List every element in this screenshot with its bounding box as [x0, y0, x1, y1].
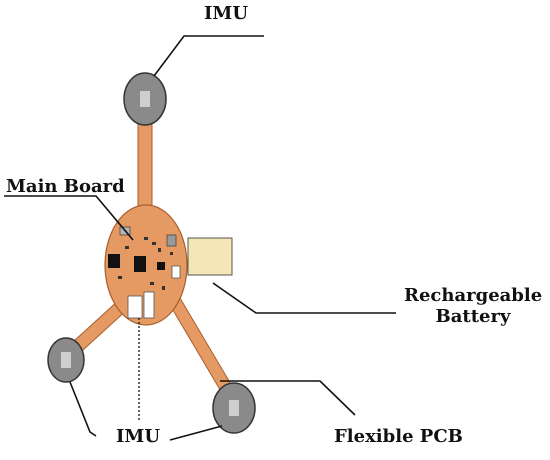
leader-imu-right — [169, 425, 223, 441]
connector-white-2 — [127, 295, 143, 319]
imu-top-label: IMU — [204, 3, 249, 24]
connector-white-1 — [171, 265, 181, 279]
battery-label: Rechargeable Battery — [404, 285, 543, 327]
leader-imu-top — [153, 35, 264, 77]
leader-battery — [212, 282, 396, 314]
imu-sensor-top — [123, 72, 167, 126]
imu-bottom-label: IMU — [116, 426, 161, 447]
chip-left — [108, 254, 120, 268]
battery-label-line2: Battery — [435, 305, 511, 327]
imu-sensor-left — [47, 337, 85, 383]
flex-arm-top — [137, 111, 153, 209]
smd-components — [118, 237, 173, 290]
chip-small — [157, 262, 165, 270]
imu-sensor-right — [212, 382, 256, 434]
leader-main-board — [4, 195, 134, 241]
flexible-pcb-label: Flexible PCB — [334, 426, 463, 447]
leader-flexible-pcb — [220, 380, 356, 416]
flex-arm-right — [166, 292, 233, 394]
chip-center — [134, 256, 146, 272]
rechargeable-battery — [187, 237, 233, 276]
connector-white-3 — [143, 291, 155, 319]
leader-imu-left — [69, 381, 97, 437]
main-board — [104, 204, 188, 326]
leader-lines — [4, 35, 396, 441]
battery-label-line1: Rechargeable — [404, 285, 543, 306]
main-board-label: Main Board — [6, 176, 125, 197]
component-right — [166, 234, 177, 247]
